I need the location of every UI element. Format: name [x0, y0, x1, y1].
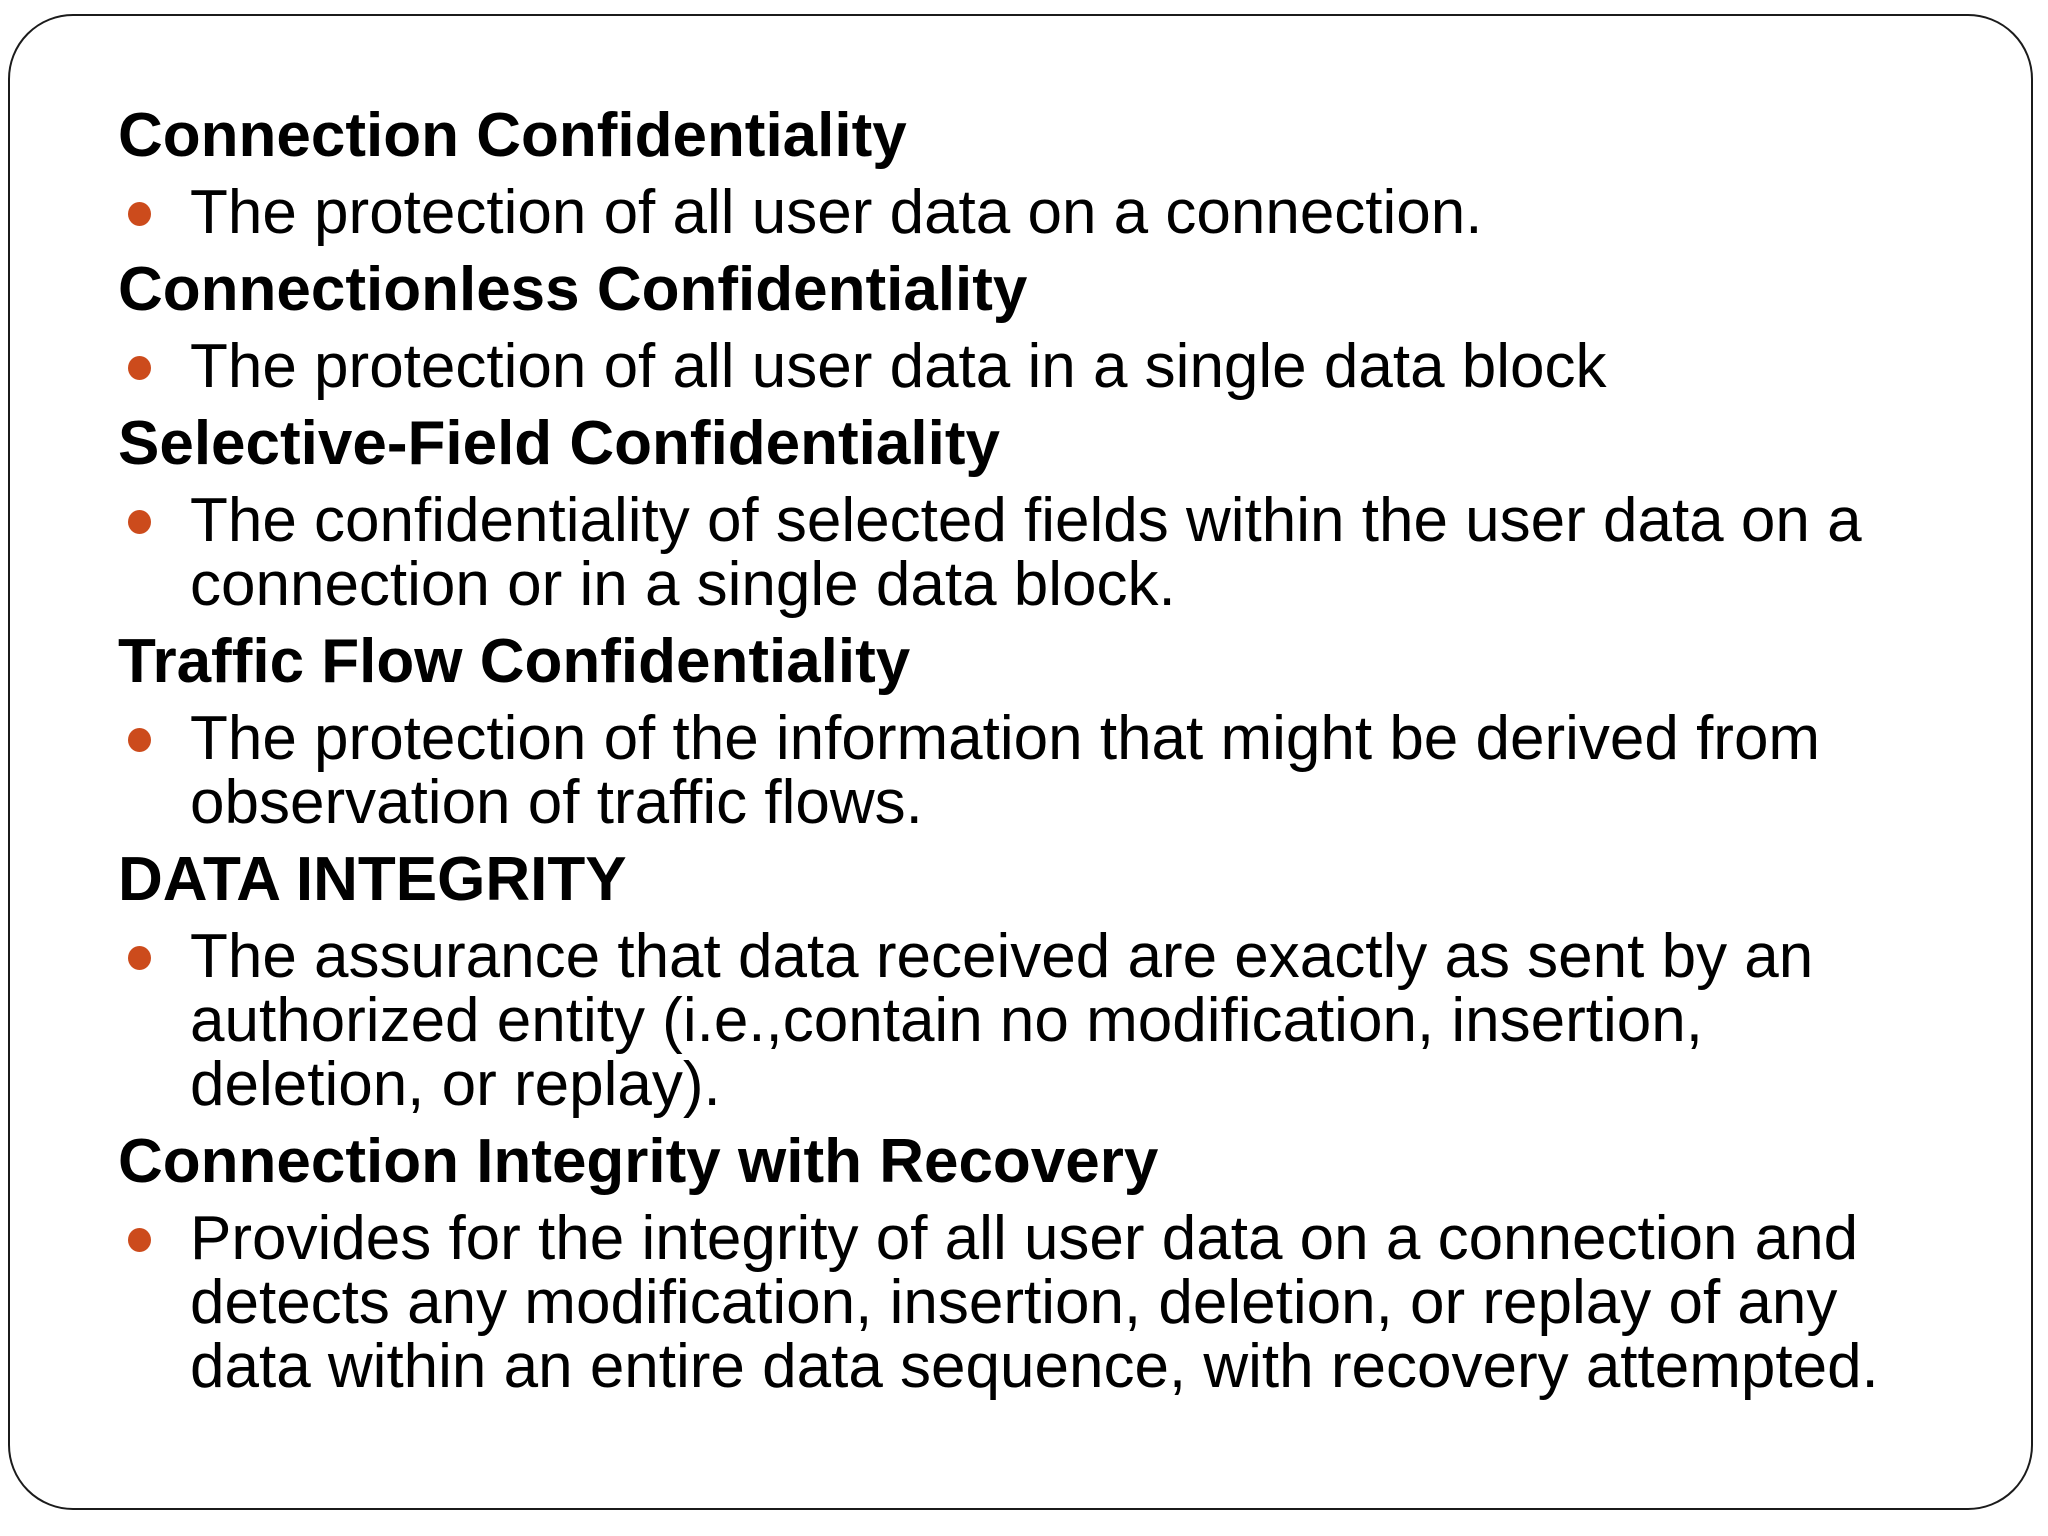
slide-section-connection-confidentiality: Connection Confidentiality The protectio… [118, 104, 1903, 245]
section-heading: DATA INTEGRITY [118, 845, 627, 914]
bullet-dot-icon [128, 946, 151, 970]
bullet-text: The protection of all user data in a sin… [190, 332, 1607, 401]
bullet-text: The assurance that data received are exa… [190, 922, 1814, 1119]
slide-section-selective-field-confidentiality: Selective-Field Confidentiality The conf… [118, 412, 1903, 617]
section-heading: Traffic Flow Confidentiality [118, 627, 911, 696]
bullet-item: The assurance that data received are exa… [118, 925, 1903, 1117]
bullet-text: Provides for the integrity of all user d… [190, 1204, 1879, 1401]
slide-section-connectionless-confidentiality: Connectionless Confidentiality The prote… [118, 258, 1903, 399]
slide-frame: Connection Confidentiality The protectio… [8, 14, 2033, 1510]
bullet-text: The protection of all user data on a con… [190, 178, 1483, 247]
slide-section-traffic-flow-confidentiality: Traffic Flow Confidentiality The protect… [118, 630, 1903, 835]
section-heading: Connection Confidentiality [118, 101, 907, 170]
slide-content: Connection Confidentiality The protectio… [10, 16, 2031, 1399]
section-heading: Connection Integrity with Recovery [118, 1127, 1159, 1196]
slide-section-connection-integrity-with-recovery: Connection Integrity with Recovery Provi… [118, 1130, 1903, 1399]
bullet-text: The protection of the information that m… [190, 704, 1821, 837]
bullet-dot-icon [128, 728, 151, 752]
section-heading: Selective-Field Confidentiality [118, 409, 1000, 478]
bullet-item: The protection of all user data in a sin… [118, 335, 1903, 399]
bullet-item: The protection of the information that m… [118, 707, 1903, 835]
bullet-dot-icon [128, 356, 151, 380]
section-heading: Connectionless Confidentiality [118, 255, 1028, 324]
slide-section-data-integrity: DATA INTEGRITY The assurance that data r… [118, 848, 1903, 1117]
bullet-item: The confidentiality of selected fields w… [118, 489, 1903, 617]
bullet-item: The protection of all user data on a con… [118, 181, 1903, 245]
bullet-dot-icon [128, 510, 151, 534]
bullet-item: Provides for the integrity of all user d… [118, 1207, 1903, 1399]
bullet-dot-icon [128, 202, 151, 226]
bullet-dot-icon [128, 1228, 151, 1252]
bullet-text: The confidentiality of selected fields w… [190, 486, 1862, 619]
